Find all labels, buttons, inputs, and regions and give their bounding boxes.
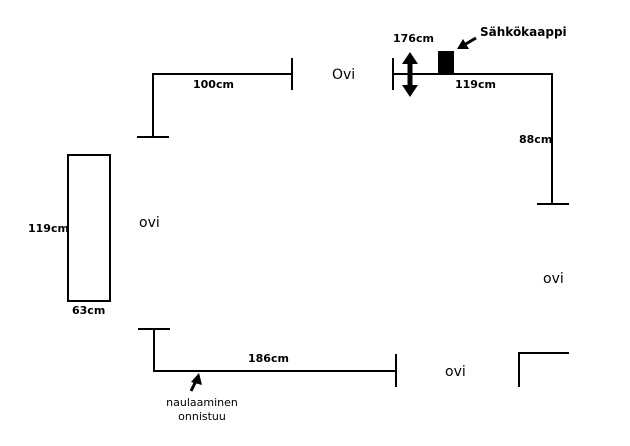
door-bottom-label: ovi xyxy=(445,364,466,380)
nailing-note-line2: onnistuu xyxy=(178,410,226,423)
electrical-cabinet-icon xyxy=(438,51,454,75)
door-left-label: ovi xyxy=(139,215,160,231)
top-left-wall-label: 100cm xyxy=(193,78,234,91)
pointer-arrow-icon xyxy=(457,36,477,49)
wall-bottom xyxy=(153,328,397,372)
bottom-wall-label: 186cm xyxy=(248,352,289,365)
pointer-arrow-icon xyxy=(189,373,202,392)
double-arrow-icon xyxy=(402,52,418,97)
left-box xyxy=(67,154,111,302)
door-top-label: Ovi xyxy=(332,67,356,83)
box-height-label: 119cm xyxy=(28,222,69,235)
nailing-note: naulaaminen onnistuu xyxy=(162,396,242,424)
electrical-cabinet-label: Sähkökaappi xyxy=(480,25,567,39)
wall-top-left xyxy=(152,73,293,138)
wall-height-label: 176cm xyxy=(393,32,434,45)
door-right-label: ovi xyxy=(543,271,564,287)
right-wall-label: 88cm xyxy=(519,133,553,146)
nailing-note-line1: naulaaminen xyxy=(166,396,238,409)
wall-bottom-right xyxy=(518,352,569,387)
top-right-wall-label: 119cm xyxy=(455,78,496,91)
box-width-label: 63cm xyxy=(72,304,106,317)
